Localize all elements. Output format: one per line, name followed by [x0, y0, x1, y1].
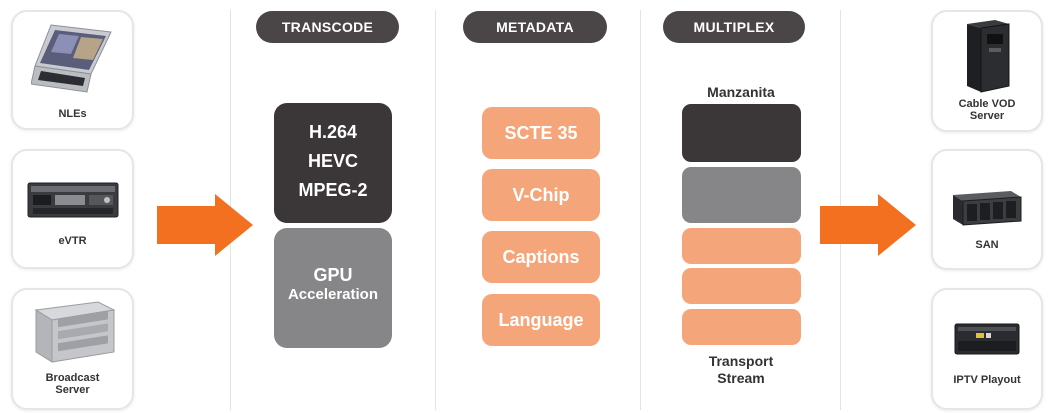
metadata-item-scte35: SCTE 35 [482, 107, 600, 159]
multiplex-bottom-label-line1: Transport [708, 353, 774, 369]
broadcast-server-icon [34, 301, 116, 363]
multiplex-bottom-label-line2: Stream [717, 370, 765, 386]
output-arrow-icon [820, 194, 916, 256]
mux-layer-gray [682, 167, 801, 223]
tower-server-icon [967, 20, 1010, 93]
vtr-deck-icon [27, 182, 118, 218]
output-card-iptv-playout: IPTV Playout [931, 288, 1043, 410]
multiplex-top-label: Manzanita [707, 84, 775, 100]
output-card-san: SAN [931, 149, 1043, 270]
output-label-cable-vod-line1: Cable VOD [958, 98, 1016, 110]
output-label-iptv-playout: IPTV Playout [953, 374, 1021, 386]
output-card-cable-vod: Cable VOD Server [931, 10, 1043, 132]
metadata-header: METADATA [463, 11, 607, 43]
gpu-acceleration-label: Acceleration [287, 286, 379, 303]
output-label-san: SAN [975, 239, 999, 251]
codec-h264: H.264 [308, 122, 358, 142]
laptop-icon [30, 24, 112, 93]
mux-layer-orange-1 [682, 228, 801, 264]
mux-layer-orange-3 [682, 309, 801, 345]
san-rack-icon [953, 191, 1022, 226]
iptv-playout-icon [954, 323, 1020, 355]
output-label-cable-vod-line2: Server [969, 110, 1005, 122]
codec-mpeg2: MPEG-2 [298, 180, 368, 200]
input-card-evtr: eVTR [11, 149, 134, 269]
metadata-item-vchip: V-Chip [482, 169, 600, 221]
multiplex-header: MULTIPLEX [663, 11, 805, 43]
codec-block: H.264 HEVC MPEG-2 [274, 103, 392, 223]
input-arrow-shape [157, 194, 253, 256]
input-card-nles: NLEs [11, 10, 134, 130]
transcode-header: TRANSCODE [256, 11, 399, 43]
input-label-broadcast-server-line1: Broadcast [45, 372, 100, 384]
column-divider-3 [640, 10, 641, 410]
codec-hevc: HEVC [307, 151, 358, 171]
input-label-nles: NLEs [58, 108, 87, 120]
mux-layer-dark [682, 104, 801, 162]
gpu-label: GPU [313, 265, 353, 285]
input-arrow-icon [157, 194, 253, 256]
input-label-evtr: eVTR [58, 235, 87, 247]
metadata-item-captions: Captions [482, 231, 600, 283]
column-divider-2 [435, 10, 436, 410]
input-label-broadcast-server-line2: Server [55, 384, 90, 396]
metadata-item-language: Language [482, 294, 600, 346]
output-arrow-shape [820, 194, 916, 256]
gpu-block: GPU Acceleration [274, 228, 392, 348]
input-card-broadcast-server: Broadcast Server [11, 288, 134, 410]
mux-layer-orange-2 [682, 268, 801, 304]
